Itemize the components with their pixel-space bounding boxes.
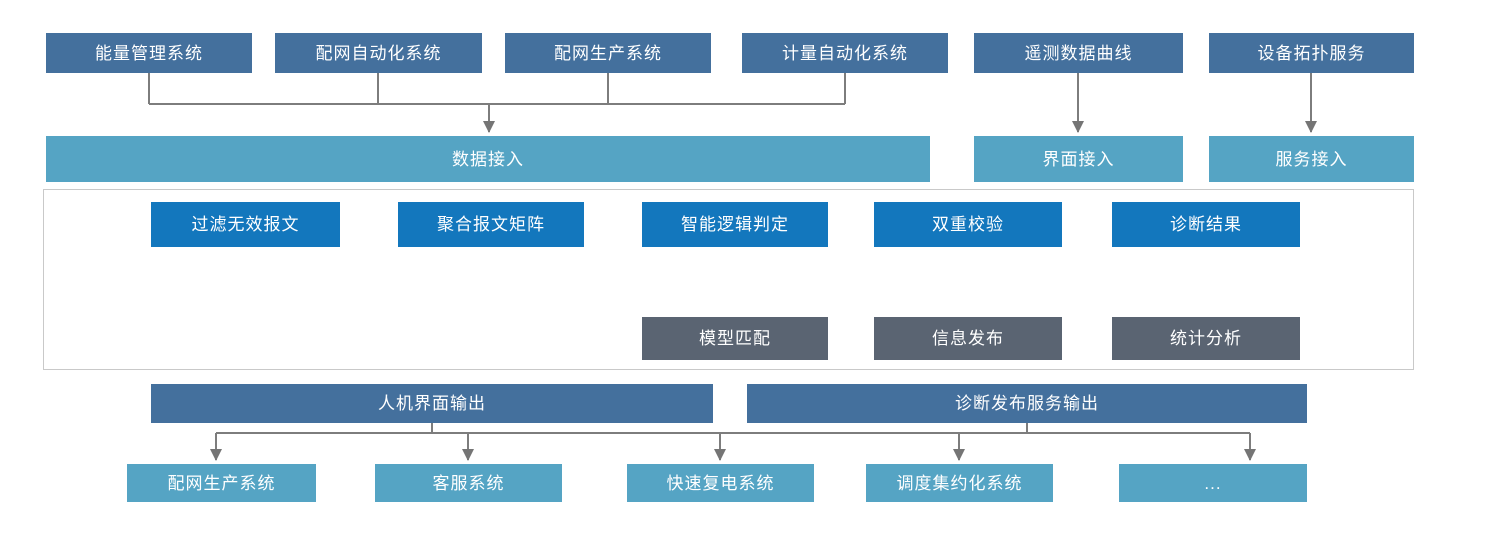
top-sources-connector xyxy=(148,73,1317,133)
node-telemetry-data-curve: 遥测数据曲线 xyxy=(974,33,1183,73)
node-target-distribution-production-system: 配网生产系统 xyxy=(127,464,316,502)
node-target-customer-service-system: 客服系统 xyxy=(375,464,562,502)
node-ui-access: 界面接入 xyxy=(974,136,1183,182)
node-diagnosis-publish-service-output: 诊断发布服务输出 xyxy=(747,384,1307,423)
node-target-ellipsis: ... xyxy=(1119,464,1307,502)
node-hmi-output: 人机界面输出 xyxy=(151,384,713,423)
node-double-verification: 双重校验 xyxy=(874,202,1062,247)
node-target-rapid-power-restoration-system: 快速复电系统 xyxy=(627,464,814,502)
node-metering-automation-system: 计量自动化系统 xyxy=(742,33,948,73)
node-intelligent-logic-judgment: 智能逻辑判定 xyxy=(642,202,828,247)
node-data-access: 数据接入 xyxy=(46,136,930,182)
node-distribution-automation-system: 配网自动化系统 xyxy=(275,33,482,73)
output-branch-connector xyxy=(210,423,1256,461)
node-diagnosis-result: 诊断结果 xyxy=(1112,202,1300,247)
node-service-access: 服务接入 xyxy=(1209,136,1414,182)
node-device-topology-service: 设备拓扑服务 xyxy=(1209,33,1414,73)
node-statistics-analysis: 统计分析 xyxy=(1112,317,1300,360)
node-aggregate-message-matrix: 聚合报文矩阵 xyxy=(398,202,584,247)
node-energy-management-system: 能量管理系统 xyxy=(46,33,252,73)
node-info-publish: 信息发布 xyxy=(874,317,1062,360)
node-filter-invalid-messages: 过滤无效报文 xyxy=(151,202,340,247)
node-distribution-production-system: 配网生产系统 xyxy=(505,33,711,73)
node-target-dispatch-intensive-system: 调度集约化系统 xyxy=(866,464,1053,502)
node-model-matching: 模型匹配 xyxy=(642,317,828,360)
